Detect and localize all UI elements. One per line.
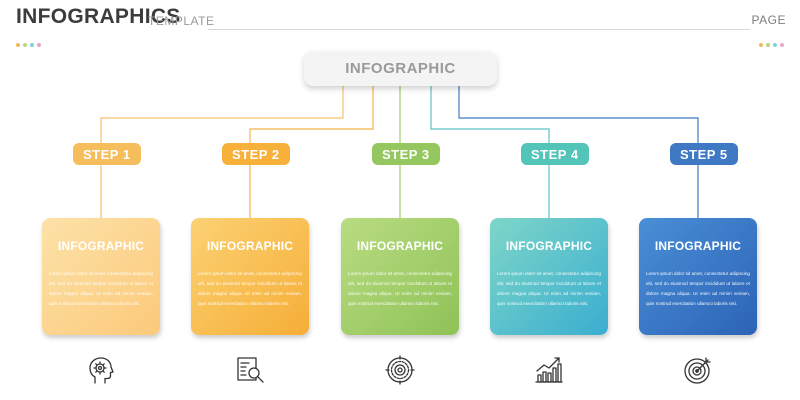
step-1-card: INFOGRAPHIC Lorem ipsum dolor sit amet, … xyxy=(42,218,160,335)
card-text: Lorem ipsum dolor sit amet, consectetur … xyxy=(348,271,452,306)
step-3-pill: STEP 3 xyxy=(372,143,440,165)
dot xyxy=(30,43,34,47)
card-text: Lorem ipsum dolor sit amet, consectetur … xyxy=(646,271,750,306)
header-dots-right xyxy=(759,43,784,47)
head-gear-icon xyxy=(89,357,114,384)
step-2-card: INFOGRAPHIC Lorem ipsum dolor sit amet, … xyxy=(191,218,309,335)
dot xyxy=(16,43,20,47)
header-dots-left xyxy=(16,43,41,47)
step-4-pill: STEP 4 xyxy=(521,143,589,165)
dot xyxy=(37,43,41,47)
step-2-pill: STEP 2 xyxy=(222,143,290,165)
dot xyxy=(766,43,770,47)
page-title: INFOGRAPHICS xyxy=(16,5,181,28)
step-5-pill: STEP 5 xyxy=(670,143,738,165)
card-title: INFOGRAPHIC xyxy=(654,239,742,253)
card-text: Lorem ipsum dolor sit amet, consectetur … xyxy=(198,271,302,306)
card-text: Lorem ipsum dolor sit amet, consectetur … xyxy=(497,271,601,306)
dot xyxy=(23,43,27,47)
target-gear-icon xyxy=(385,355,415,385)
connector-step-4 xyxy=(430,86,550,143)
step-1-pill: STEP 1 xyxy=(73,143,141,165)
target-arrow-icon xyxy=(684,357,711,384)
card-title: INFOGRAPHIC xyxy=(206,239,294,253)
card-title: INFOGRAPHIC xyxy=(505,239,593,253)
step-3-card: INFOGRAPHIC Lorem ipsum dolor sit amet, … xyxy=(341,218,459,335)
document-search-icon xyxy=(237,357,264,383)
card-text: Lorem ipsum dolor sit amet, consectetur … xyxy=(49,271,153,306)
dot xyxy=(773,43,777,47)
card-title: INFOGRAPHIC xyxy=(57,239,145,253)
dot xyxy=(780,43,784,47)
header-divider xyxy=(208,29,750,30)
top-box: INFOGRAPHIC xyxy=(304,51,497,86)
connector-step-1 xyxy=(100,86,344,143)
bar-chart-growth-icon xyxy=(535,357,563,383)
step-4-card: INFOGRAPHIC Lorem ipsum dolor sit amet, … xyxy=(490,218,608,335)
dot xyxy=(759,43,763,47)
page-label: PAGE xyxy=(751,13,786,27)
connector-step-2 xyxy=(249,86,374,143)
page-subtitle: TEMPLATE xyxy=(148,14,215,28)
connector-step-5 xyxy=(458,86,699,143)
step-5-card: INFOGRAPHIC Lorem ipsum dolor sit amet, … xyxy=(639,218,757,335)
card-title: INFOGRAPHIC xyxy=(356,239,444,253)
